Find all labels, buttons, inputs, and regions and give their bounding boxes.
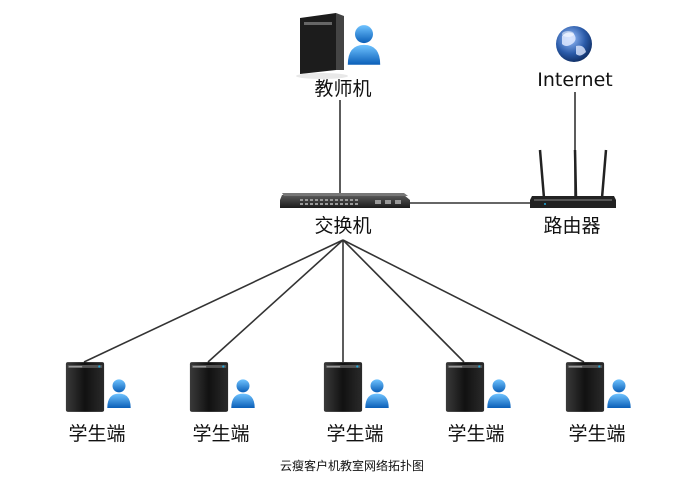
switch-student-1-link	[83, 239, 344, 363]
student-node: 学生端	[565, 362, 631, 445]
student-label: 学生端	[568, 423, 625, 445]
router-label: 路由器	[543, 215, 600, 237]
switch-label: 交换机	[314, 215, 371, 237]
diagram-caption: 云瘦客户机教室网络拓扑图	[280, 458, 424, 473]
student-user-icon	[365, 379, 389, 408]
teacher-pc-icon	[296, 13, 348, 79]
student-label: 学生端	[192, 423, 249, 445]
switch-student-4-link	[342, 239, 465, 363]
teacher-user-icon	[347, 25, 381, 65]
student-label: 学生端	[68, 423, 125, 445]
student-node: 学生端	[65, 362, 131, 445]
switch-student-5-link	[342, 239, 585, 363]
student-label: 学生端	[447, 423, 504, 445]
student-user-icon	[231, 379, 255, 408]
internet-label: Internet	[537, 69, 612, 91]
router-icon	[530, 149, 616, 208]
internet-node: Internet	[537, 26, 613, 91]
switch-student-2-link	[207, 239, 344, 363]
router-node: 路由器	[530, 149, 616, 237]
student-user-icon	[487, 379, 511, 408]
student-label: 学生端	[326, 423, 383, 445]
teacher-label: 教师机	[314, 78, 371, 100]
student-pc-icon	[65, 362, 105, 412]
globe-icon	[556, 26, 592, 62]
switch-node: 交换机	[280, 193, 410, 237]
teacher-node: 教师机	[296, 13, 381, 100]
connection-lines	[83, 92, 585, 363]
student-node: 学生端	[189, 362, 255, 445]
student-pc-icon	[565, 362, 605, 412]
student-node: 学生端	[445, 362, 511, 445]
student-pc-icon	[445, 362, 485, 412]
student-pc-icon	[189, 362, 229, 412]
student-node: 学生端	[323, 362, 389, 445]
student-user-icon	[607, 379, 631, 408]
switch-icon	[280, 193, 410, 208]
student-user-icon	[107, 379, 131, 408]
student-pc-icon	[323, 362, 363, 412]
